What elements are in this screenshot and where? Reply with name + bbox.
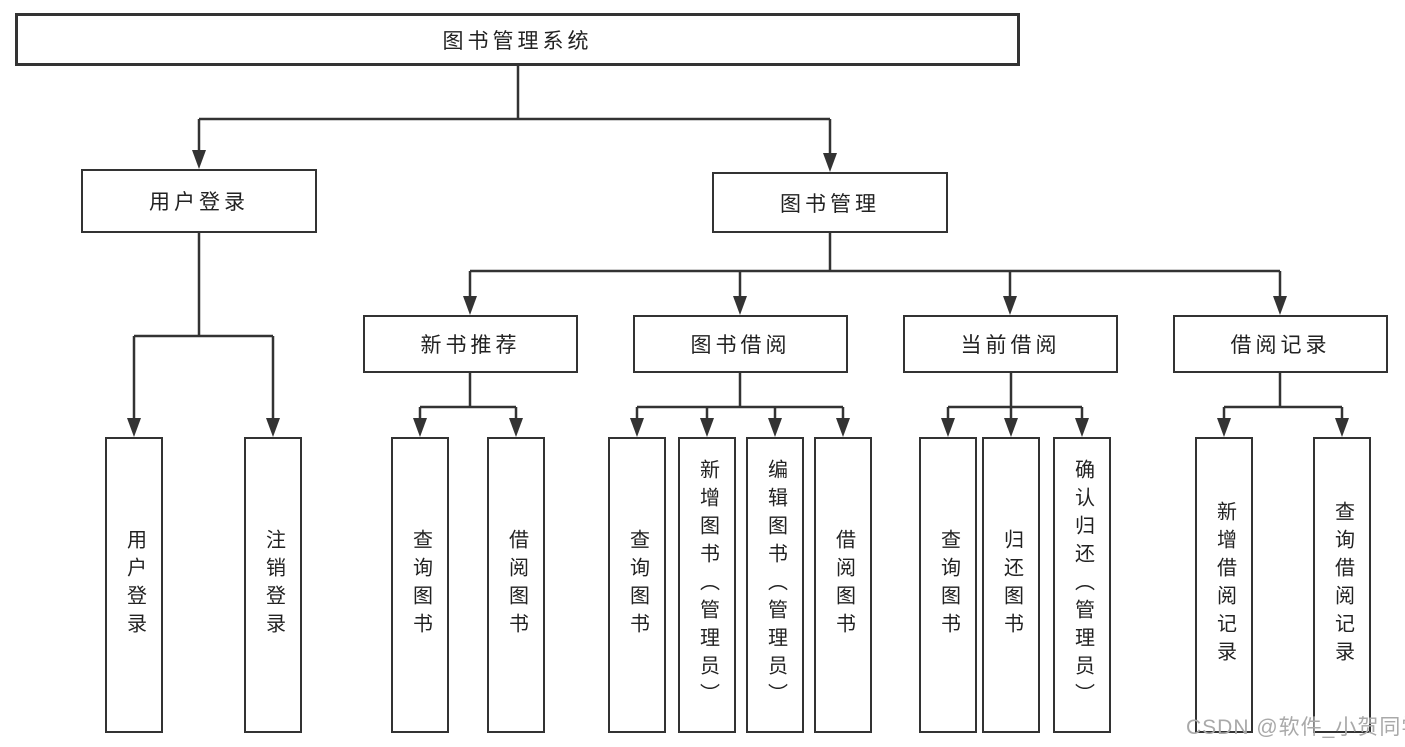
leaf-label: 借阅图书 [505, 529, 528, 641]
leaf-query-borrow-record: 查询借阅记录 [1313, 437, 1371, 733]
node-book-management: 图书管理 [712, 172, 948, 233]
leaf-query-books-recommend: 查询图书 [391, 437, 449, 733]
connector-root-to-level2 [192, 66, 837, 172]
node-label: 图书管理 [780, 192, 880, 216]
node-label: 当前借阅 [960, 334, 1061, 357]
leaf-label: 新增图书（管理员） [696, 459, 719, 711]
leaf-query-books-borrowing: 查询图书 [608, 437, 666, 733]
leaf-confirm-return-admin: 确认归还（管理员） [1053, 437, 1111, 733]
leaf-borrow-books-borrowing: 借阅图书 [814, 437, 872, 733]
leaf-logout: 注销登录 [244, 437, 302, 733]
node-label: 用户登录 [149, 191, 249, 214]
leaf-label: 新增借阅记录 [1213, 501, 1236, 669]
leaf-return-books: 归还图书 [982, 437, 1040, 733]
connector-book-management-children [463, 233, 1287, 315]
connector-book-borrowing-children [630, 373, 850, 437]
leaf-edit-book-admin: 编辑图书（管理员） [746, 437, 804, 733]
leaf-add-book-admin: 新增图书（管理员） [678, 437, 736, 733]
node-user-login: 用户登录 [81, 169, 317, 233]
leaf-label: 查询借阅记录 [1331, 501, 1354, 669]
leaf-label: 查询图书 [626, 529, 649, 641]
leaf-label: 确认归还（管理员） [1071, 459, 1094, 711]
connector-new-book-recommendation-children [413, 373, 523, 437]
node-label: 图书管理系统 [442, 29, 593, 53]
node-new-book-recommendation: 新书推荐 [363, 315, 578, 373]
leaf-label: 注销登录 [262, 529, 285, 641]
leaf-borrow-books-recommend: 借阅图书 [487, 437, 545, 733]
node-label: 图书借阅 [690, 334, 791, 357]
node-borrowing-records: 借阅记录 [1173, 315, 1388, 373]
leaf-user-login: 用户登录 [105, 437, 163, 733]
node-current-borrowing: 当前借阅 [903, 315, 1118, 373]
leaf-label: 归还图书 [1000, 529, 1023, 641]
watermark: CSDN @软件_小贺同学 [1186, 716, 1405, 739]
leaf-label: 查询图书 [937, 529, 960, 641]
leaf-add-borrow-record: 新增借阅记录 [1195, 437, 1253, 733]
leaf-query-books-current: 查询图书 [919, 437, 977, 733]
connector-current-borrowing-children [941, 373, 1089, 437]
leaf-label: 查询图书 [409, 529, 432, 641]
leaf-label: 借阅图书 [832, 529, 855, 641]
node-label: 新书推荐 [420, 334, 521, 357]
leaf-label: 编辑图书（管理员） [764, 459, 787, 711]
node-library-management-system: 图书管理系统 [15, 13, 1020, 66]
connector-borrowing-records-children [1217, 373, 1349, 437]
connector-user-login-children [127, 233, 280, 437]
leaf-label: 用户登录 [123, 529, 146, 641]
node-book-borrowing: 图书借阅 [633, 315, 848, 373]
node-label: 借阅记录 [1230, 334, 1331, 357]
